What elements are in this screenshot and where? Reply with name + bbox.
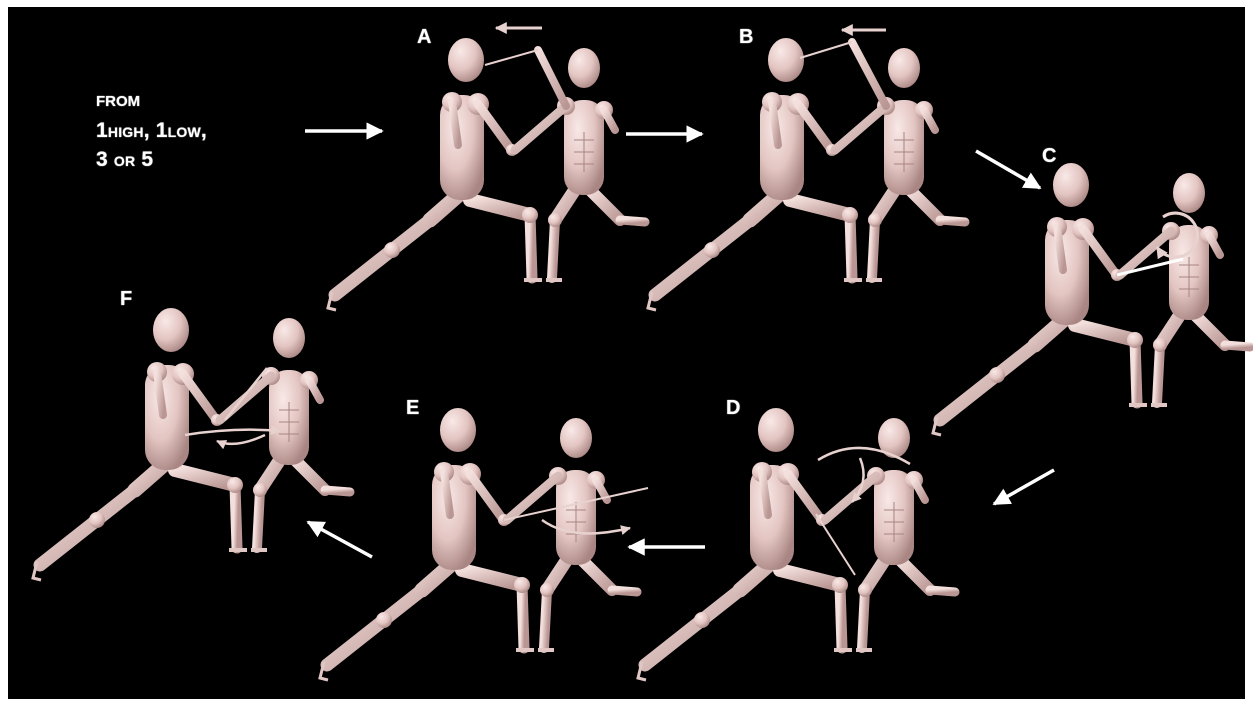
panel-b-figures: [648, 38, 965, 310]
arrow-c-to-d: [994, 470, 1054, 504]
arrow-b-to-c: [976, 151, 1040, 188]
arrow-e-to-f: [308, 522, 372, 557]
panel-d-figures: [638, 408, 955, 680]
panel-e-figures: [320, 408, 648, 680]
panel-c-figures: [933, 163, 1250, 435]
panel-a-figures: [328, 38, 645, 310]
panel-f-figures: [33, 308, 350, 580]
